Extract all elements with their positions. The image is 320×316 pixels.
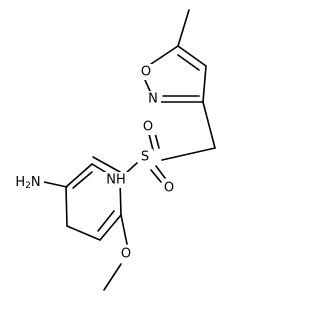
bond-c3-c4	[202, 65, 207, 103]
bond-ring-c4-c5	[65, 186, 68, 227]
bond-c3-ch2	[202, 101, 216, 149]
atom-o-sulfonyl-bottom: O	[164, 181, 174, 196]
bond-c4-c5-double-a	[177, 45, 207, 67]
bond-ring-c2-c3	[99, 214, 122, 241]
bond-s-o-bottom-b	[155, 165, 166, 179]
atom-o-sulfonyl-top: O	[143, 120, 153, 135]
atom-nh-amide: NH	[106, 173, 126, 188]
bond-o-methyl	[103, 263, 122, 291]
atom-s-sulfonyl: S	[141, 150, 149, 165]
bond-s-o-top-b	[154, 132, 160, 149]
bond-ch2-s	[161, 147, 216, 161]
chemical-structure-diagram: O N S O O NH H2N O	[12, 9, 216, 291]
bond-methyl-c5	[177, 9, 190, 47]
bond-s-o-bottom-a	[150, 169, 162, 183]
atom-n-ring: N	[148, 92, 158, 107]
bond-ring-c5-c6	[65, 163, 93, 188]
atom-labels: O N S O O NH H2N O	[12, 64, 177, 262]
atom-nh2-amine: H2N	[15, 175, 40, 192]
bond-o1-n2	[144, 79, 151, 92]
bond-s-o-top-a	[148, 133, 154, 151]
bond-ring-c3-c4	[66, 225, 101, 241]
atom-o-ring: O	[141, 65, 151, 80]
bond-s-nh	[125, 162, 138, 174]
bond-ring-inner-3	[92, 156, 121, 173]
bond-c4-nh2	[43, 181, 68, 188]
atom-o-methoxy: O	[121, 247, 131, 262]
bond-ring-inner-1	[97, 210, 115, 232]
bond-c5-o1	[150, 45, 179, 65]
bond-ring-inner-2	[72, 171, 93, 189]
bond-c2-o-methoxy	[120, 214, 128, 245]
bond-c4-c5-double-b	[177, 54, 200, 71]
